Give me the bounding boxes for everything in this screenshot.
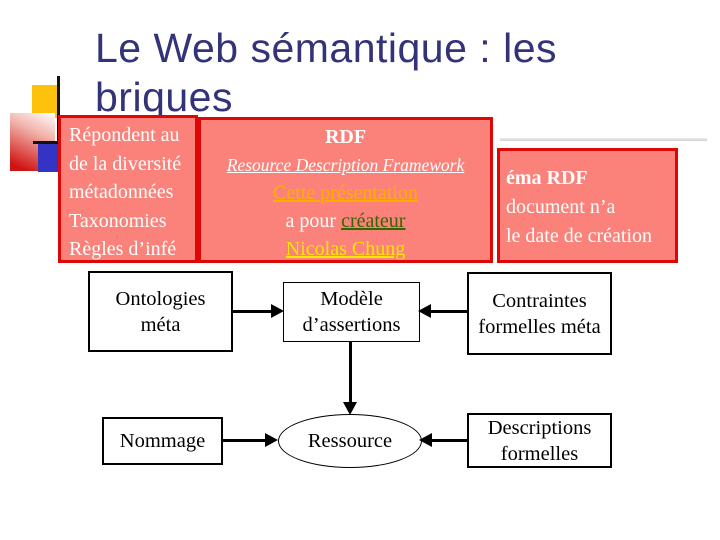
arrow-nommage-to-ressource-line	[223, 439, 267, 442]
arrow-ontologies-to-modele-line	[233, 310, 273, 313]
arrow-contraintes-to-modele-head-icon	[418, 304, 431, 318]
slide-title: Le Web sémantique : les briques	[95, 24, 557, 122]
deco-vertical-line	[57, 76, 60, 143]
arrow-modele-to-ressource-line	[349, 342, 352, 404]
arrow-ontologies-to-modele-head-icon	[271, 304, 284, 318]
node-ressource-label: Ressource	[307, 430, 393, 452]
callout-left-line: de la diversité	[69, 152, 182, 175]
node-contraintes-formelles: Contraintes formelles méta	[467, 272, 612, 355]
node-contraintes-line2: formelles méta	[478, 315, 601, 338]
node-ontologies-line1: Ontologies	[115, 287, 206, 310]
arrow-contraintes-to-modele-line	[431, 310, 467, 313]
node-descriptions-line1: Descriptions	[487, 416, 592, 439]
callout-left-line: Répondent au	[69, 124, 180, 146]
callout-right-line: le date de création	[506, 225, 653, 247]
node-descriptions-line2: formelles	[500, 442, 579, 465]
callout-right-line: éma RDF	[506, 167, 588, 189]
callout-left-line: Taxonomies	[69, 209, 167, 232]
arrow-descriptions-to-ressource-line	[432, 439, 467, 442]
node-modele-line2: d’assertions	[302, 314, 401, 336]
link-cette-presentation[interactable]: Cette présentation	[273, 182, 418, 204]
callout-left-line: Règles d’infé	[69, 238, 177, 260]
node-contraintes-line1: Contraintes	[492, 289, 587, 312]
slide-title-line1: Le Web sémantique : les	[95, 25, 557, 71]
rdf-heading: RDF	[324, 126, 367, 148]
callout-right-box: éma RDF document n’a le date de création	[497, 148, 678, 263]
node-nommage: Nommage	[102, 417, 223, 465]
link-createur[interactable]: créateur	[341, 210, 406, 232]
rdf-line-presentation: Cette présentation	[201, 179, 490, 207]
arrow-modele-to-ressource-head-icon	[343, 402, 357, 415]
callout-rdf-box: RDF Resource Description Framework Cette…	[198, 117, 493, 263]
slide-title-line2: briques	[95, 74, 233, 120]
arrow-descriptions-to-ressource-head-icon	[419, 433, 432, 447]
title-underline-rule	[500, 138, 707, 141]
callout-right-line: document n’a	[506, 196, 616, 218]
node-ontologies-meta: Ontologies méta	[88, 271, 233, 352]
node-ressource-ellipse: Ressource	[278, 414, 422, 468]
node-modele-assertions: Modèle d’assertions	[283, 282, 420, 342]
rdf-subheading: Resource Description Framework	[226, 155, 465, 175]
arrow-nommage-to-ressource-head-icon	[265, 433, 278, 447]
rdf-plain-text: a pour	[285, 210, 337, 232]
deco-horizontal-line	[33, 141, 63, 144]
callout-left-line: métadonnées	[69, 181, 174, 203]
deco-yellow-square-icon	[32, 85, 59, 118]
callout-left-box: Répondent au de la diversité métadonnées…	[58, 115, 198, 263]
link-nicolas-chung[interactable]: Nicolas Chung	[285, 238, 406, 260]
node-nommage-label: Nommage	[119, 430, 206, 452]
node-ontologies-line2: méta	[140, 313, 181, 336]
node-descriptions-formelles: Descriptions formelles	[467, 413, 612, 468]
node-modele-line1: Modèle	[320, 288, 383, 310]
rdf-line-author: Nicolas Chung	[201, 235, 490, 260]
